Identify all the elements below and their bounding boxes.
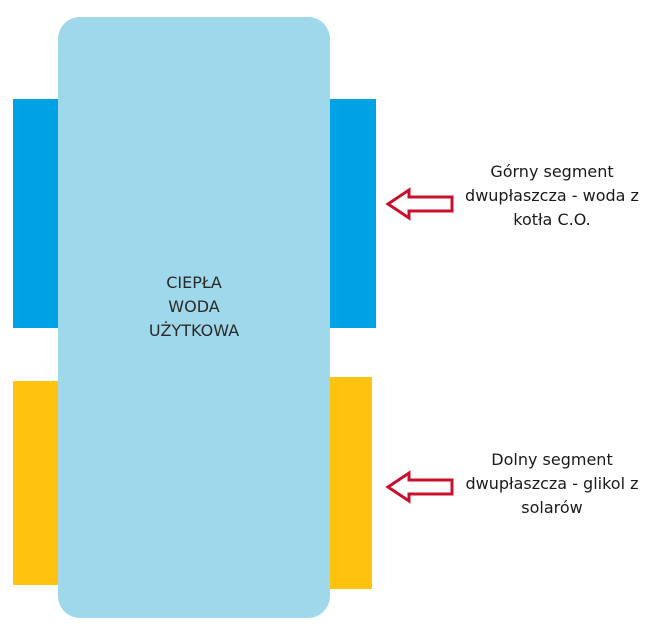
upper-arrow-shape xyxy=(385,187,454,221)
lower-jacket-right xyxy=(326,377,372,589)
tank-label: CIEPŁA WODA UŻYTKOWA xyxy=(58,271,330,343)
lower-jacket-left xyxy=(13,381,63,585)
tank-label-line-2: WODA xyxy=(168,297,220,316)
upper-jacket-right xyxy=(326,99,376,328)
lower-arrow-left-icon xyxy=(385,470,454,504)
upper-annotation-line-1: Górny segment xyxy=(490,162,614,181)
upper-jacket-left xyxy=(13,99,63,328)
tank-label-line-1: CIEPŁA xyxy=(166,273,222,292)
upper-annotation: Górny segment dwupłaszcza - woda z kotła… xyxy=(452,160,652,232)
upper-annotation-line-3: kotła C.O. xyxy=(513,210,591,229)
lower-annotation-line-1: Dolny segment xyxy=(491,450,613,469)
water-tank xyxy=(58,17,330,618)
tank-label-line-3: UŻYTKOWA xyxy=(148,321,240,340)
upper-arrow-left-icon xyxy=(385,187,454,221)
lower-arrow-shape xyxy=(385,470,454,504)
upper-annotation-line-2: dwupłaszcza - woda z xyxy=(465,186,639,205)
lower-annotation: Dolny segment dwupłaszcza - glikol z sol… xyxy=(452,448,652,520)
lower-annotation-line-3: solarów xyxy=(521,498,583,517)
lower-annotation-line-2: dwupłaszcza - glikol z xyxy=(465,474,639,493)
